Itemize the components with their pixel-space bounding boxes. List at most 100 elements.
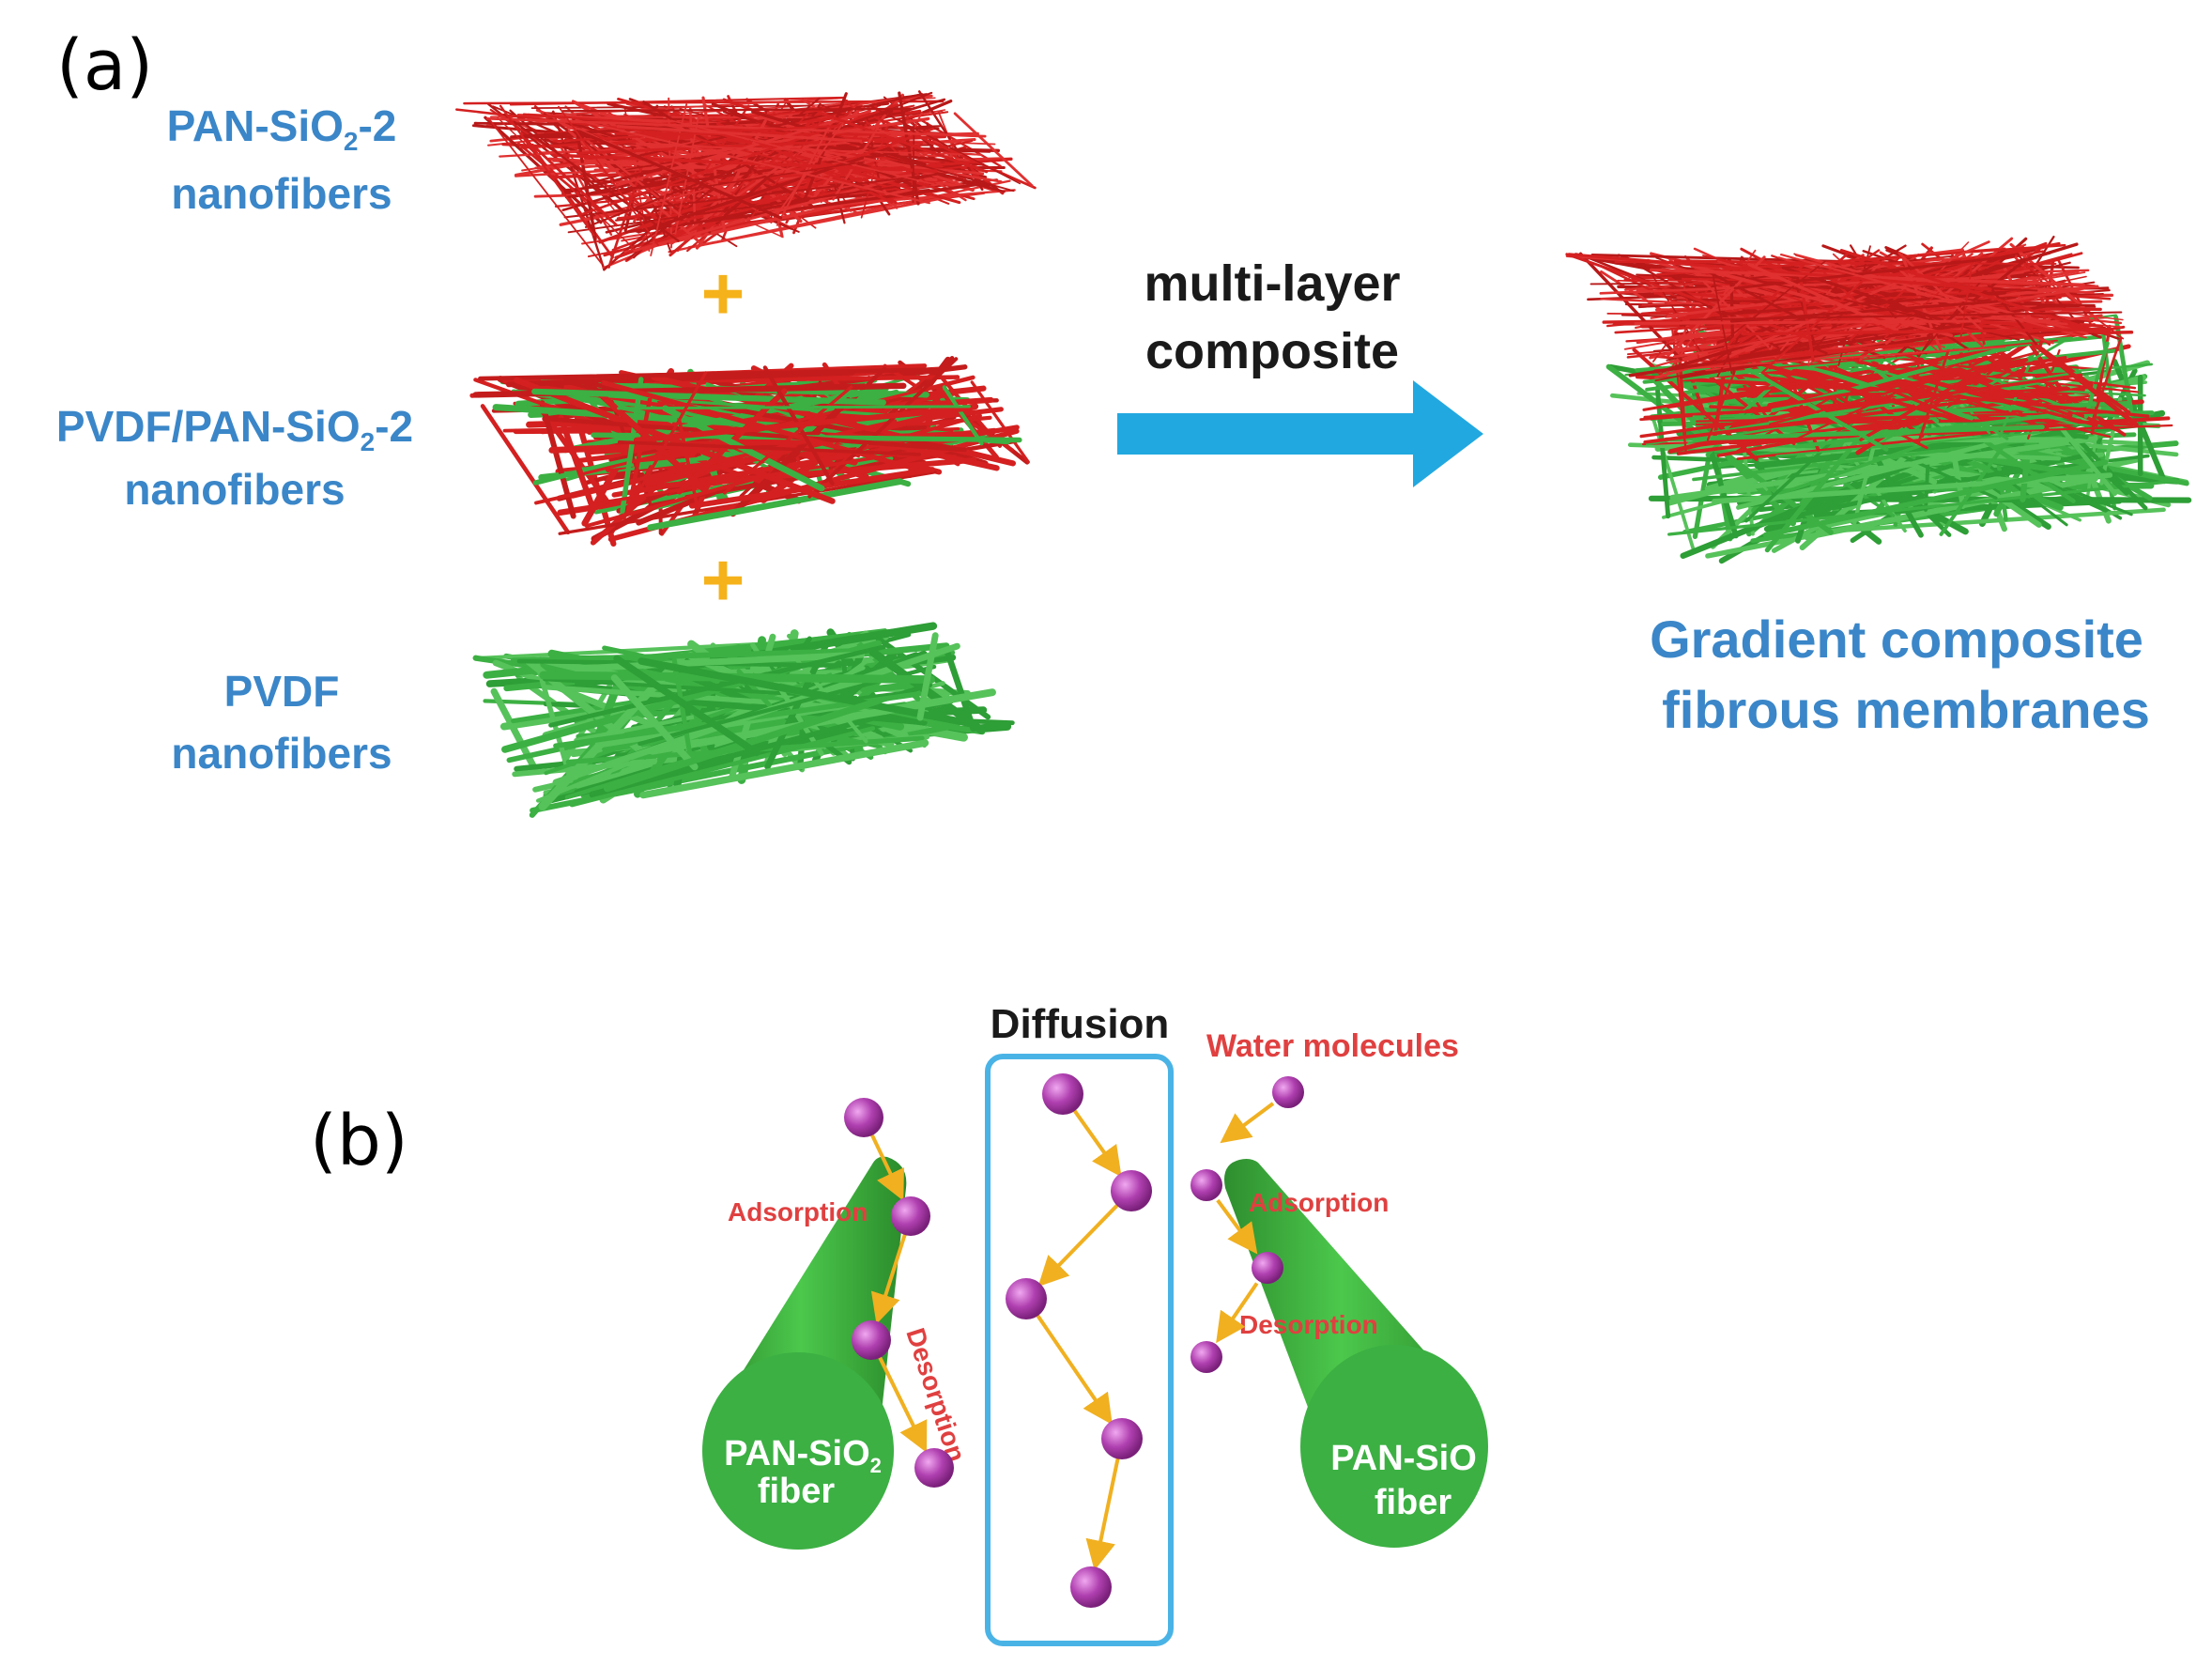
fiber-strand <box>689 467 935 509</box>
fiber-strand <box>642 156 865 233</box>
fiber-strand <box>633 406 969 443</box>
right-fiber: PAN-SiO fiber <box>1224 1159 1488 1548</box>
diffusion-label: Diffusion <box>991 1001 1170 1047</box>
fiber-strand <box>716 122 894 204</box>
fiber-strand <box>1728 240 1990 358</box>
fiber-strand <box>2009 242 2098 321</box>
fiber-strand <box>561 107 914 113</box>
right-fiber-label-line2: fiber <box>1375 1483 1452 1522</box>
panel-b-label: (b) <box>310 1101 408 1181</box>
fiber-strand <box>807 357 959 499</box>
fiber-strand <box>970 380 1030 464</box>
fiber-strand <box>534 419 898 505</box>
diffusion-box <box>985 1054 1174 1646</box>
molecule-path-arrows <box>869 1102 1275 1571</box>
pvdf-pan-sio2-fiber-mat <box>469 355 1030 548</box>
fiber-strand <box>514 377 836 504</box>
fiber-strand <box>584 91 933 228</box>
left-fiber: PAN-SiO2 fiber <box>702 1156 907 1550</box>
path-arrow <box>1216 1198 1258 1255</box>
layer3-label-line2: nanofibers <box>171 729 392 778</box>
fiber-strand <box>489 119 603 265</box>
fiber-strand <box>869 105 1022 185</box>
arrow-label-line1: multi-layer <box>1144 255 1400 312</box>
plus-sign-top: + <box>701 252 745 335</box>
fiber-strand <box>1733 249 2019 329</box>
fiber-strand <box>530 143 619 227</box>
path-arrow <box>1085 1457 1120 1571</box>
fiber-strand <box>574 392 899 418</box>
fiber-strand <box>1923 271 1989 351</box>
fiber-strand <box>1744 355 2067 413</box>
fiber-strand <box>530 104 810 109</box>
fiber-strand <box>1689 311 2123 321</box>
fiber-strand <box>1927 260 2024 337</box>
fiber-strand <box>1634 319 1982 325</box>
fiber-strand <box>2022 262 2125 340</box>
fiber-strand <box>564 151 899 199</box>
path-arrow <box>869 1134 904 1201</box>
layer1-label-line2: nanofibers <box>171 169 392 218</box>
water-molecule <box>1006 1278 1047 1319</box>
water-molecule <box>1272 1076 1304 1108</box>
fiber-strand <box>503 113 680 242</box>
adsorption-label-right: Adsorption <box>1249 1188 1389 1217</box>
layer1-label-line1: PAN-SiO2-2 <box>167 101 397 156</box>
plus-sign-bottom: + <box>701 538 745 622</box>
water-molecules <box>844 1073 1304 1608</box>
fiber-strand <box>545 416 967 453</box>
fiber-strand <box>622 371 708 520</box>
fiber-strand <box>455 108 936 165</box>
water-molecule <box>844 1098 883 1137</box>
fiber-strand <box>522 113 924 145</box>
fiber-strand <box>531 388 886 406</box>
water-molecule <box>914 1448 954 1488</box>
result-label-line2: fibrous membranes <box>1662 680 2150 739</box>
fiber-strand <box>620 377 644 514</box>
fiber-strand <box>576 134 947 155</box>
gradient-membrane-stack <box>1565 235 2192 564</box>
fiber-strand <box>647 478 904 532</box>
fiber-strand <box>625 391 653 516</box>
right-fiber-label-line1: PAN-SiO <box>1330 1439 1477 1478</box>
panel-b: (b) Diffusion Water molecules PAN-SiO2 f… <box>310 1001 1488 1646</box>
water-molecule <box>1042 1073 1083 1115</box>
fiber-strand <box>617 440 922 456</box>
path-arrow <box>1220 1102 1275 1144</box>
fiber-strand <box>1761 278 1866 374</box>
fiber-strand <box>1669 436 2098 501</box>
fiber-strand <box>1696 419 2016 425</box>
fiber-strand <box>1690 368 2150 418</box>
layer2-label-line1: PVDF/PAN-SiO2-2 <box>56 402 413 456</box>
fiber-strand <box>633 176 901 253</box>
fiber-strand <box>2083 341 2110 419</box>
fiber-strand <box>569 726 876 808</box>
fiber-strand <box>1733 255 2016 290</box>
water-molecule <box>891 1196 930 1236</box>
fiber-strand <box>639 739 929 799</box>
fiber-strand <box>916 632 939 721</box>
fiber-strand <box>1690 264 1954 338</box>
composite-arrow <box>1117 380 1483 487</box>
fiber-strand <box>655 128 901 192</box>
layer2-label-line2: nanofibers <box>124 465 345 514</box>
fiber-strand <box>953 112 1034 188</box>
fiber-strand <box>1769 350 2039 426</box>
fiber-strand <box>552 124 837 143</box>
fiber-strand <box>576 103 899 217</box>
fiber-strand <box>1768 339 2058 370</box>
fiber-strand <box>751 110 927 166</box>
water-molecule <box>1252 1252 1283 1284</box>
adsorption-label-left: Adsorption <box>728 1197 868 1226</box>
fiber-strand <box>1656 243 2066 276</box>
layer3-label-line1: PVDF <box>224 667 340 716</box>
fiber-strand <box>1683 346 2006 370</box>
path-arrow <box>1071 1108 1122 1178</box>
fiber-strand <box>1794 348 1989 441</box>
fiber-strand <box>873 116 1037 190</box>
fiber-strand <box>558 105 659 247</box>
left-fiber-label-line1: PAN-SiO2 <box>724 1434 882 1477</box>
fiber-strand <box>1660 242 2079 373</box>
water-molecule <box>852 1320 891 1360</box>
fiber-strand <box>1627 442 2062 461</box>
